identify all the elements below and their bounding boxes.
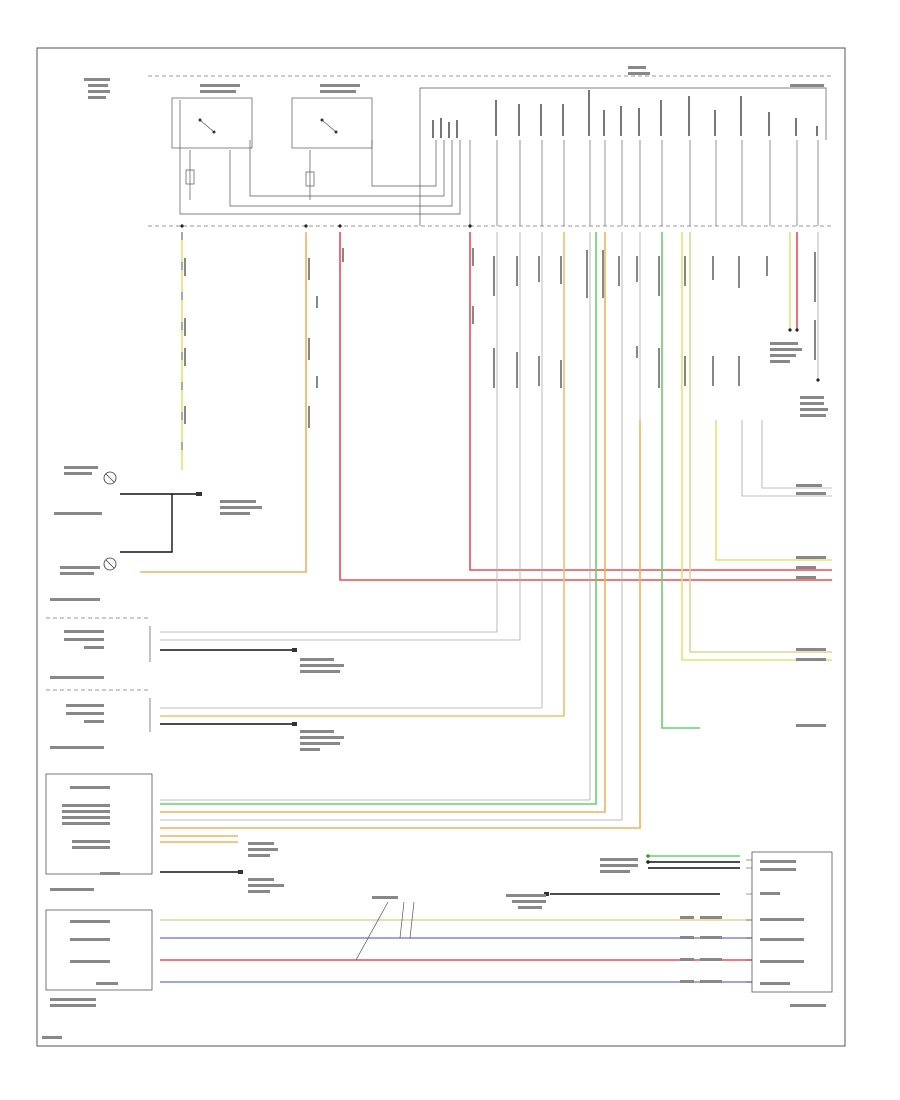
left-position-lamp-icon [103,471,117,485]
module-pin-label-marks [432,90,818,138]
diagram-frame [36,47,846,1047]
label-marks [42,66,828,1039]
gray-signal-wires [160,232,832,821]
wire-yellow-right-3 [715,420,832,561]
wire-orange-sensor-3 [160,420,641,829]
wire-tan-right-2 [689,232,832,653]
headlamp-switch-box [45,773,153,875]
wire-orange-sensor-1 [160,232,565,717]
ground-icon-2 [292,648,297,652]
ground-icon-3 [292,722,297,726]
wire-red-feed-right [469,232,832,571]
ground-icon-1 [196,492,202,496]
left-relay-group [171,97,253,200]
body-control-module-outline [419,87,827,226]
right-module-box [751,851,833,993]
left-lamp-sensor-box [46,617,151,662]
right-position-lamp-icon [103,557,117,571]
module-internal-lines [469,140,819,226]
wire-orange-sensor-2 [160,232,606,813]
wire-red-feed-left [339,232,832,581]
rain-sensor-box [45,909,153,991]
right-lamp-sensor-box [46,689,151,732]
wire-yellow-right-1 [681,232,832,661]
wire-right-position-lamp [140,232,307,573]
ground-icon-4 [238,870,243,874]
terminal-dots [180,224,820,864]
wire-color-code-marks [184,248,816,428]
connector-pin-ticks [746,859,752,983]
twisted-pair-marker [355,901,415,961]
black-ground-wires [120,493,740,895]
ground-icon-5 [544,892,549,896]
internal-bus-lines [179,100,461,215]
wire-green-signal [661,232,700,729]
wire-green-sensor [160,232,597,805]
right-relay-group [291,97,373,200]
